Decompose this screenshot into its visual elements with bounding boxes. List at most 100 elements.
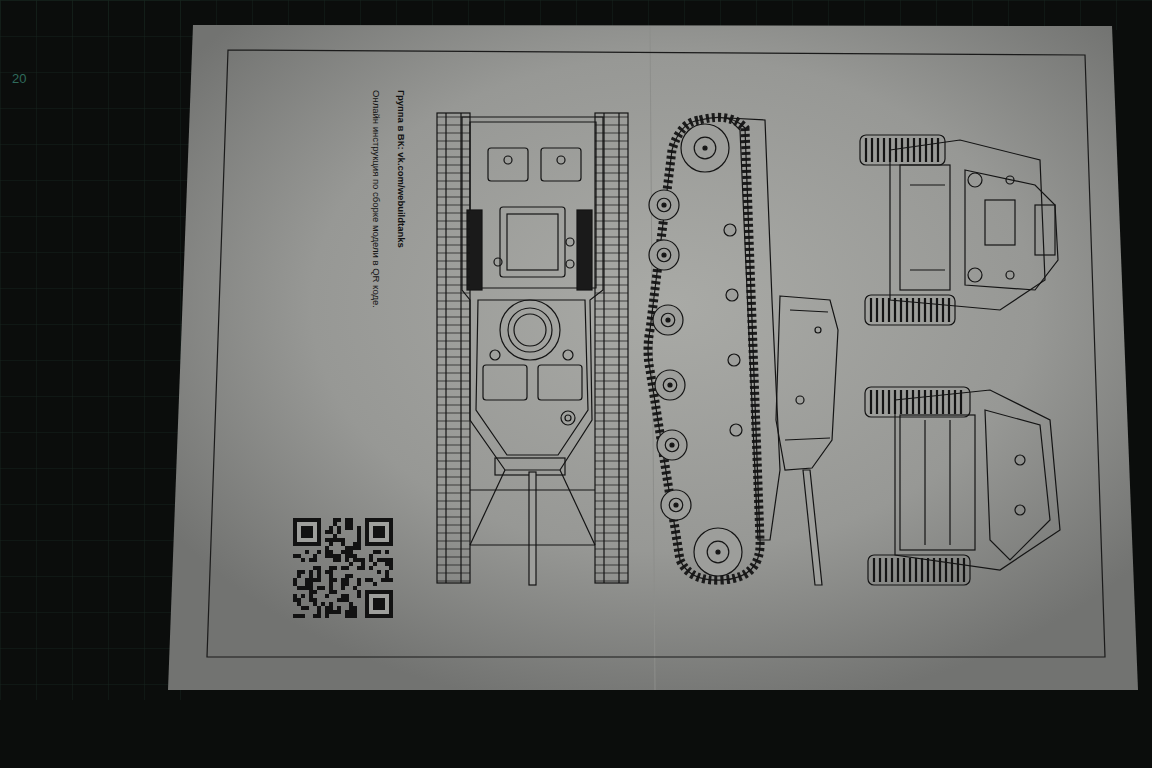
qr-module (309, 570, 313, 574)
qr-module (317, 586, 321, 590)
track-side (648, 117, 760, 580)
qr-module (341, 578, 345, 582)
qr-module (325, 546, 329, 550)
qr-module (365, 578, 369, 582)
qr-module (297, 554, 301, 558)
qr-module (329, 582, 333, 586)
qr-module (349, 518, 353, 522)
qr-module (325, 614, 329, 618)
qr-module (337, 558, 341, 562)
qr-module (325, 530, 329, 534)
qr-module (313, 598, 317, 602)
qr-module (329, 574, 333, 578)
qr-module (361, 562, 365, 566)
qr-module (389, 562, 393, 566)
qr-module (333, 590, 337, 594)
mat-number-wrap: 20 (12, 72, 26, 86)
qr-module (341, 538, 345, 542)
road-wheel (694, 528, 742, 576)
qr-module (345, 582, 349, 586)
grille (467, 210, 482, 290)
qr-module (353, 558, 357, 562)
qr-module (385, 574, 389, 578)
qr-module (329, 550, 333, 554)
qr-module (313, 590, 317, 594)
turret-side (776, 296, 838, 470)
qr-module (349, 522, 353, 526)
qr-module (369, 578, 373, 582)
qr-module (353, 542, 357, 546)
qr-module (357, 582, 361, 586)
qr-module (377, 550, 381, 554)
paper-sheet (168, 25, 1138, 690)
wheel-bolt (668, 383, 672, 387)
qr-module (373, 582, 377, 586)
track-top (595, 113, 628, 583)
qr-module (293, 554, 297, 558)
qr-module (385, 550, 389, 554)
qr-module (333, 610, 337, 614)
qr-module (349, 606, 353, 610)
qr-module (337, 518, 341, 522)
wheel-hub (694, 137, 716, 159)
qr-module (325, 538, 329, 542)
qr-module (341, 566, 345, 570)
qr-module (325, 550, 329, 554)
qr-module (369, 554, 373, 558)
qr-module (305, 550, 309, 554)
qr-finder (369, 594, 389, 614)
track-side-outline (648, 117, 760, 580)
hull-side (728, 118, 780, 540)
qr-module (341, 542, 345, 546)
qr-module (325, 570, 329, 574)
qr-module (345, 578, 349, 582)
qr-module (305, 606, 309, 610)
qr-module (337, 538, 341, 542)
qr-module (297, 586, 301, 590)
qr-module (329, 542, 333, 546)
qr-module (357, 578, 361, 582)
qr-module (333, 522, 337, 526)
qr-module (329, 570, 333, 574)
qr-module (321, 602, 325, 606)
qr-module (353, 554, 357, 558)
qr-module (361, 566, 365, 570)
wheel-hub (663, 378, 677, 392)
qr-module (357, 534, 361, 538)
wheel-hub (657, 198, 671, 212)
hull-front (890, 140, 1045, 310)
qr-finder (373, 526, 385, 538)
qr-finder (293, 518, 321, 546)
qr-module (369, 566, 373, 570)
qr-module (317, 578, 321, 582)
turret-front (965, 170, 1058, 290)
qr-module (349, 574, 353, 578)
qr-module (361, 558, 365, 562)
qr-module (317, 570, 321, 574)
qr-module (329, 590, 333, 594)
wheel-hub (661, 313, 675, 327)
return-roller (730, 424, 742, 436)
qr-module (329, 554, 333, 558)
qr-module (313, 578, 317, 582)
qr-module (309, 590, 313, 594)
qr-module (345, 598, 349, 602)
qr-finder (365, 518, 393, 546)
qr-code (293, 518, 393, 618)
qr-module (337, 526, 341, 530)
turret-top (476, 300, 588, 455)
qr-finder (301, 526, 313, 538)
wheel-bolt (666, 318, 670, 322)
qr-module (333, 558, 337, 562)
qr-module (333, 554, 337, 558)
return-roller (726, 289, 738, 301)
qr-module (357, 530, 361, 534)
road-wheel (649, 190, 679, 220)
qr-module (381, 578, 385, 582)
qr-module (337, 554, 341, 558)
qr-module (357, 546, 361, 550)
qr-module (349, 610, 353, 614)
qr-module (317, 606, 321, 610)
